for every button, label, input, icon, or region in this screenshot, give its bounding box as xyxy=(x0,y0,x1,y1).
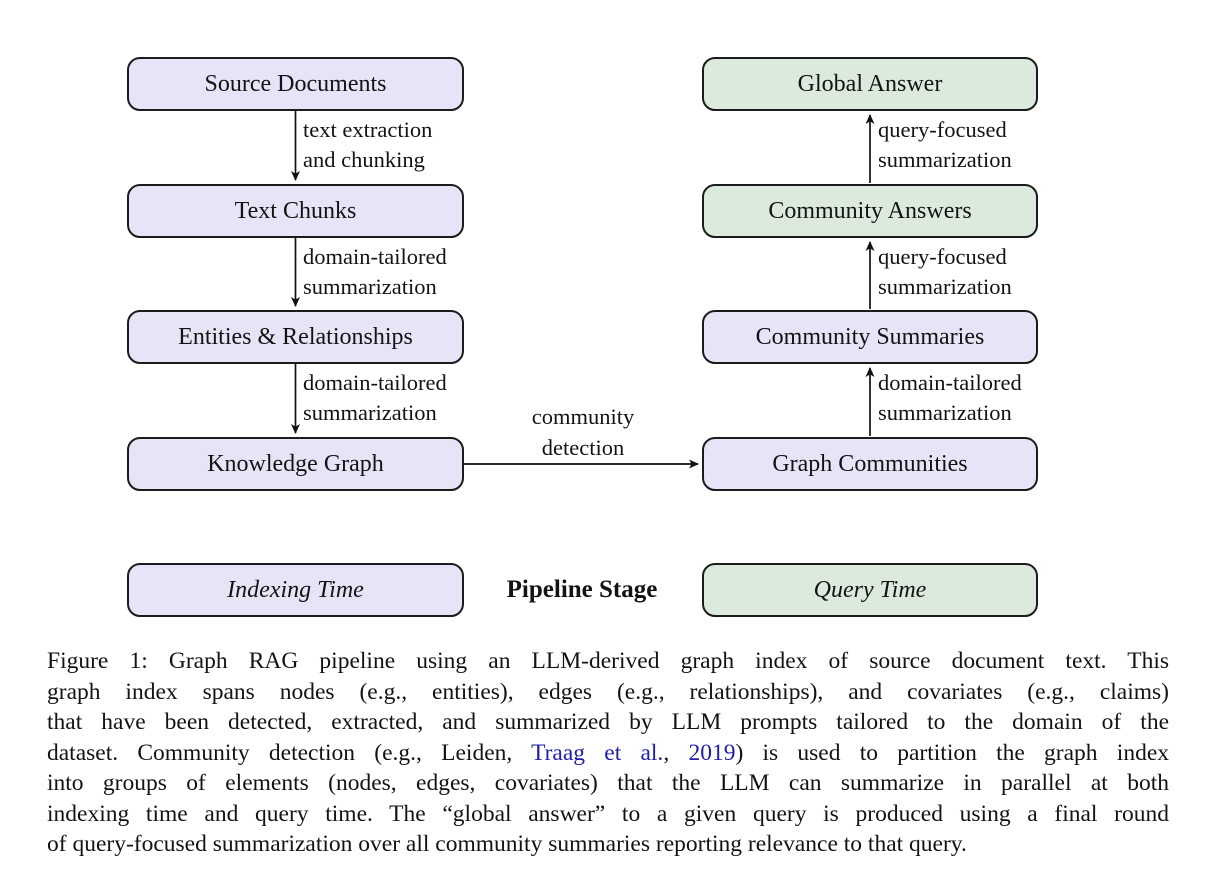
edge-label-line: text extraction xyxy=(303,117,433,142)
node-label: Entities & Relationships xyxy=(178,323,413,350)
edge-label-query-summarization-2: query-focused summarization xyxy=(878,242,1012,302)
node-label: Graph Communities xyxy=(772,450,968,477)
edge-label-line: domain-tailored xyxy=(878,370,1022,395)
edge-label-line: domain-tailored xyxy=(303,244,447,269)
edge-label-line: domain-tailored xyxy=(303,370,447,395)
edge-label-line: summarization xyxy=(878,274,1012,299)
caption-text: , xyxy=(663,739,689,766)
node-graph-communities: Graph Communities xyxy=(702,437,1038,491)
caption-text: ) is used to partition the graph index xyxy=(735,739,1170,766)
legend-query-time: Query Time xyxy=(702,563,1038,617)
node-global-answer: Global Answer xyxy=(702,57,1038,111)
caption-text: into groups of elements (nodes, edges, c… xyxy=(47,770,1169,796)
caption-text: Figure 1: Graph RAG pipeline using an LL… xyxy=(47,648,1169,674)
legend-indexing-time: Indexing Time xyxy=(127,563,464,617)
edge-label-line: summarization xyxy=(878,147,1012,172)
edge-label-domain-summarization-2: domain-tailored summarization xyxy=(303,368,447,428)
node-label: Community Summaries xyxy=(755,323,985,350)
legend-label: Indexing Time xyxy=(227,576,364,603)
caption-line: Figure 1: Graph RAG pipeline using an LL… xyxy=(47,646,1169,677)
citation-link[interactable]: 2019 xyxy=(688,739,736,766)
edge-label-line: query-focused xyxy=(878,244,1007,269)
pipeline-arrows xyxy=(291,111,875,469)
caption-text: that have been detected, extracted, and … xyxy=(47,709,1169,735)
edge-label-line: query-focused xyxy=(878,117,1007,142)
node-knowledge-graph: Knowledge Graph xyxy=(127,437,464,491)
caption-line: indexing time and query time. The “globa… xyxy=(47,799,1169,830)
node-label: Global Answer xyxy=(797,70,943,97)
node-label: Knowledge Graph xyxy=(207,450,384,477)
edge-label-line: summarization xyxy=(303,274,437,299)
citation-link[interactable]: Traag et al. xyxy=(531,739,664,766)
caption-text: of query-focused summarization over all … xyxy=(47,831,967,857)
edge-label-domain-summarization-3: domain-tailored summarization xyxy=(878,368,1022,428)
legend-pipeline-stage: Pipeline Stage xyxy=(506,576,658,603)
node-label: Community Answers xyxy=(768,197,972,224)
edge-label-line: detection xyxy=(541,435,625,460)
edge-label-domain-summarization-1: domain-tailored summarization xyxy=(303,242,447,302)
node-label: Text Chunks xyxy=(234,197,357,224)
caption-line: into groups of elements (nodes, edges, c… xyxy=(47,768,1169,799)
edge-label-text-extraction: text extraction and chunking xyxy=(303,115,432,175)
figure-caption: Figure 1: Graph RAG pipeline using an LL… xyxy=(47,646,1169,860)
edge-label-line: summarization xyxy=(303,400,437,425)
caption-line: graph index spans nodes (e.g., entities)… xyxy=(47,677,1169,708)
edge-label-community-detection: community detection xyxy=(483,401,683,463)
edge-label-query-summarization-1: query-focused summarization xyxy=(878,115,1012,175)
caption-text: indexing time and query time. The “globa… xyxy=(47,800,1169,827)
edge-label-line: community xyxy=(531,404,635,429)
node-text-chunks: Text Chunks xyxy=(127,184,464,238)
node-community-answers: Community Answers xyxy=(702,184,1038,238)
node-source-documents: Source Documents xyxy=(127,57,464,111)
caption-text: dataset. Community detection (e.g., Leid… xyxy=(47,739,532,766)
edge-label-line: and chunking xyxy=(303,147,425,172)
node-entities-relationships: Entities & Relationships xyxy=(127,310,464,364)
caption-line: that have been detected, extracted, and … xyxy=(47,707,1169,738)
legend-label: Query Time xyxy=(813,576,927,603)
node-label: Source Documents xyxy=(204,70,387,97)
caption-line: dataset. Community detection (e.g., Leid… xyxy=(47,738,1169,769)
caption-text: graph index spans nodes (e.g., entities)… xyxy=(47,678,1169,705)
node-community-summaries: Community Summaries xyxy=(702,310,1038,364)
caption-line: of query-focused summarization over all … xyxy=(47,829,1169,860)
edge-label-line: summarization xyxy=(878,400,1012,425)
